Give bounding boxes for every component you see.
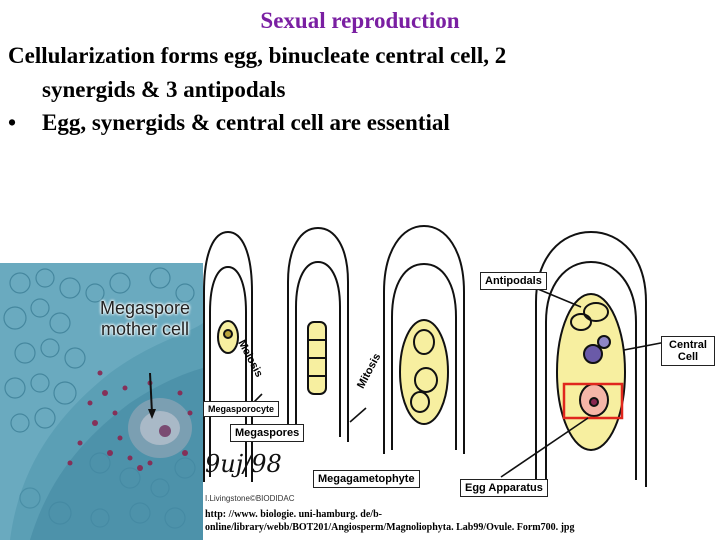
source-url: http: //www. biologie. uni-hamburg. de/b… (205, 508, 574, 534)
ovule-stage-4 (535, 230, 647, 487)
bullet-line: • Egg, synergids & central cell are essen… (8, 110, 450, 136)
central-cell-label: Central Cell (661, 336, 715, 366)
body-line-1: Cellularization forms egg, binucleate ce… (8, 43, 507, 68)
megaspores-label: Megaspores (230, 424, 305, 442)
antipodals-label: Antipodals (480, 272, 547, 290)
bullet-text: Egg, synergids & central cell are essent… (42, 110, 450, 135)
ovule-stage-3 (383, 224, 465, 454)
slide-title: Sexual reproduction (260, 8, 460, 33)
megagametophyte-label: Megagametophyte (313, 470, 420, 488)
source-url-line-1: http: //www. biologie. uni-hamburg. de/b… (205, 509, 382, 520)
body-line-2: synergids & 3 antipodals (42, 77, 286, 102)
ovule-micrograph (0, 263, 203, 540)
image-credit: I.Livingstone©BIODIDAC (205, 494, 295, 503)
egg-apparatus-label: Egg Apparatus (460, 479, 548, 497)
bullet-marker: • (8, 110, 17, 135)
signature: 9uj/98 (205, 450, 282, 478)
source-url-line-2: online/library/webb/BOT201/Angiosperm/Ma… (205, 522, 575, 533)
ovule-stage-1 (203, 230, 253, 482)
megasporocyte-label: Megasporocyte (203, 401, 280, 417)
megaspore-mother-cell-label: Megaspore mother cell (99, 298, 191, 339)
ovule-stage-2 (287, 226, 349, 442)
ovule-development-diagram (203, 224, 667, 487)
